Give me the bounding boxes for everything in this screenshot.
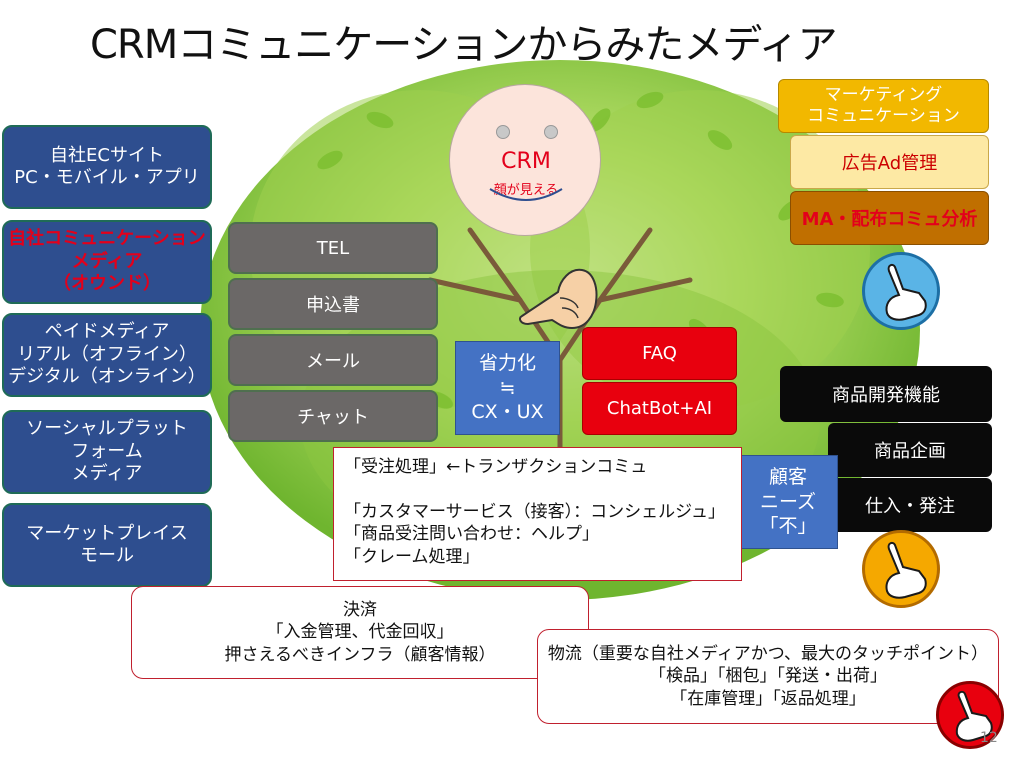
payment-box: 決済 「入金管理、代金回収」 押さえるべきインフラ（顧客情報） [131, 586, 589, 679]
support-chatbot: ChatBot+AI [582, 382, 737, 435]
marketing-communication-box: マーケティング コミュニケーション [778, 79, 989, 133]
face-left-eye [496, 125, 510, 139]
order-processing-box: 「受注処理」←トランザクションコミュ 「カスタマーサービス（接客）：コンシェルジ… [333, 447, 742, 581]
channel-chat: チャット [228, 390, 438, 442]
crm-face-subtitle: 顔が見える [493, 183, 559, 198]
purchasing-box: 仕入・発注 [828, 478, 992, 532]
hand-badge-red [936, 681, 1004, 749]
pointing-up-hand-icon-3 [955, 690, 993, 742]
hand-badge-orange [862, 530, 940, 608]
channel-tel: TEL [228, 222, 438, 274]
media-box-owned: 自社コミュニケーション メディア （オウンド） [2, 220, 212, 304]
crm-face: CRM 顔が見える [449, 84, 601, 236]
media-box-social: ソーシャルプラット フォーム メディア [2, 410, 212, 494]
hand-badge-blue [862, 252, 940, 330]
savings-cx-ux-box: 省力化 ≒ CX・UX [455, 341, 560, 435]
media-box-ec-site: 自社ECサイト PC・モバイル・アプリ [2, 125, 212, 209]
pointing-hand-icon [519, 268, 598, 330]
face-right-eye [544, 125, 558, 139]
page-title: CRMコミュニケーションからみたメディア [90, 22, 838, 68]
crm-face-title: CRM [501, 149, 551, 174]
support-faq: FAQ [582, 327, 737, 380]
ma-analysis-box: MA・配布コミュ分析 [790, 191, 989, 245]
product-development-box: 商品開発機能 [780, 366, 992, 422]
pointing-up-hand-icon-2 [885, 541, 927, 599]
channel-application-form: 申込書 [228, 278, 438, 330]
pointing-up-hand-icon [885, 263, 927, 321]
page-number: 12 [980, 730, 998, 746]
logistics-box: 物流（重要な自社メディアかつ、最大のタッチポイント） 「検品」「梱包」「発送・出… [537, 629, 999, 724]
product-planning-box: 商品企画 [828, 423, 992, 477]
customer-needs-box: 顧客 ニーズ 「不」 [738, 455, 838, 549]
face-smile [489, 188, 563, 201]
channel-mail: メール [228, 334, 438, 386]
ad-management-box: 広告Ad管理 [790, 135, 989, 189]
media-box-marketplace: マーケットプレイス モール [2, 503, 212, 587]
media-box-paid: ペイドメディア リアル（オフライン） デジタル（オンライン） [2, 313, 212, 397]
